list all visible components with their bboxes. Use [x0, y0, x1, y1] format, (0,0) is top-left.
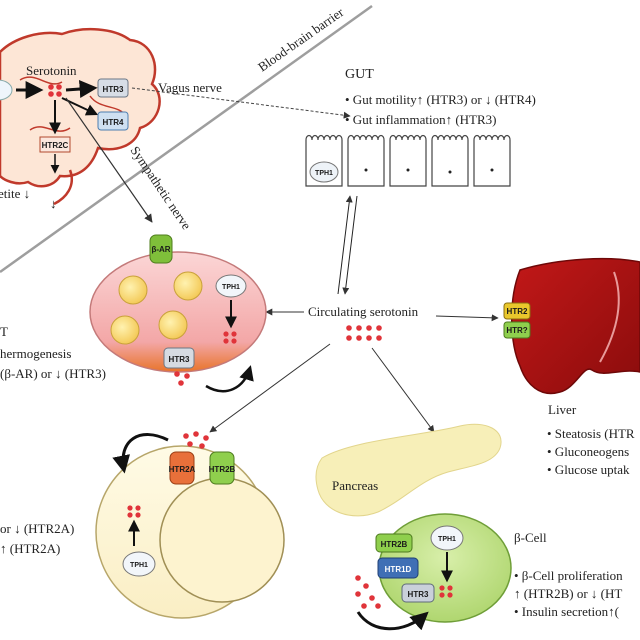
beta-cell-title: β-Cell — [514, 530, 547, 545]
beta-line-1: • β-Cell proliferation — [514, 568, 623, 583]
brain-serotonin-dots — [48, 84, 62, 97]
arrow-to-liver — [435, 314, 499, 322]
svg-text:HTR2B: HTR2B — [209, 465, 236, 474]
appetite-arrow-label: ↓ — [50, 196, 57, 211]
beta-line-2: ↑ (HTR2B) or ↓ (HT — [514, 586, 622, 601]
blood-brain-barrier-line — [0, 4, 373, 274]
sympathetic-arrow — [65, 97, 153, 223]
bat-title: T — [0, 324, 8, 339]
svg-text:HTR3: HTR3 — [408, 590, 429, 599]
arrow-to-adipocyte — [209, 343, 331, 433]
htr2a-receptor: HTR2A — [169, 451, 196, 485]
blood-brain-barrier-label: Blood-brain barrier — [255, 4, 347, 74]
htr3-brain-receptor: HTR3 — [97, 78, 129, 98]
bat-line-2: (β-AR) or ↓ (HTR3) — [0, 366, 106, 381]
svg-text:HTR2: HTR2 — [507, 307, 528, 316]
liver-line-2: • Gluconeogens — [547, 444, 629, 459]
liver-line-3: • Glucose uptak — [547, 462, 630, 477]
svg-text:HTR2C: HTR2C — [42, 141, 69, 150]
bat-serotonin-dots — [223, 331, 237, 344]
svg-text:HTR3: HTR3 — [169, 355, 190, 364]
htr2c-receptor: HTR2C — [39, 136, 71, 174]
pancreas-label: Pancreas — [332, 478, 378, 493]
beta-recycle-arrow — [356, 611, 429, 631]
svg-text:TPH1: TPH1 — [438, 536, 456, 543]
gut-title: GUT — [345, 67, 374, 82]
svg-text:TPH1: TPH1 — [130, 562, 148, 569]
gut-circulation-arrow-down — [342, 195, 358, 295]
tph1-bat-enzyme: TPH1 — [215, 274, 247, 329]
adipocyte-recycle-arrow — [112, 433, 169, 474]
bat-released-dots — [174, 371, 190, 386]
beta-line-3: • Insulin secretion↑( — [514, 604, 619, 619]
tph1-beta-enzyme: TPH1 — [430, 525, 464, 583]
circulating-serotonin-dots — [346, 325, 382, 341]
circulating-serotonin-label: Circulating serotonin — [308, 304, 419, 319]
liver — [511, 257, 640, 395]
gut-line-1: • Gut motility↑ (HTR3) or ↓ (HTR4) — [345, 92, 536, 107]
beta-serotonin-dots-inner — [439, 585, 453, 598]
svg-text:HTR2A: HTR2A — [169, 465, 196, 474]
svg-text:TPH1: TPH1 — [222, 284, 240, 291]
gut-line-2: • Gut inflammation↑ (HTR3) — [345, 112, 497, 127]
adipocyte-serotonin-dots-top — [183, 431, 209, 449]
gut-circulation-arrow-up — [337, 195, 353, 295]
brain — [0, 28, 161, 206]
htr1d-beta-receptor: HTR1D — [377, 557, 419, 579]
liver-line-1: • Steatosis (HTR — [547, 426, 635, 441]
pancreas-shape — [315, 423, 502, 517]
svg-text:HTR?: HTR? — [506, 326, 527, 335]
htr3-beta-receptor: HTR3 — [401, 583, 435, 603]
gut-epithelium — [305, 134, 511, 187]
htr2b-beta-receptor: HTR2B — [375, 533, 413, 553]
svg-text:HTR4: HTR4 — [103, 118, 124, 127]
adipocyte-line-2: ↑ (HTR2A) — [0, 541, 60, 556]
svg-text:β-AR: β-AR — [151, 245, 170, 254]
brain-arrow-htr3 — [65, 80, 98, 99]
brain-source-blob — [0, 79, 13, 101]
serotonin-label: Serotonin — [26, 63, 77, 78]
vagus-nerve-label: Vagus nerve — [158, 80, 222, 95]
svg-text:TPH1: TPH1 — [315, 170, 333, 177]
svg-text:HTR2B: HTR2B — [381, 540, 408, 549]
arrow-to-pancreas — [371, 347, 435, 433]
vagus-nerve-line — [131, 87, 351, 119]
htr4-brain-receptor: HTR4 — [97, 111, 129, 131]
tph1-gut-enzyme: TPH1 — [309, 161, 339, 183]
htr3-bat-receptor: HTR3 — [163, 347, 195, 369]
liver-title: Liver — [548, 402, 577, 417]
htr-liver-receptor-2: HTR? — [503, 321, 531, 339]
bat-line-1: hermogenesis — [0, 346, 71, 361]
brain-stem — [53, 169, 73, 206]
beta-released-dots — [355, 575, 381, 609]
tph1-adipocyte-enzyme: TPH1 — [122, 551, 156, 577]
bat-recycle-arrow — [205, 365, 254, 393]
appetite-label: etite ↓ — [0, 186, 30, 201]
svg-text:HTR1D: HTR1D — [385, 565, 412, 574]
beta-ar-receptor: β-AR — [149, 234, 173, 264]
adipocyte-line-1: or ↓ (HTR2A) — [0, 521, 74, 536]
htr2-liver-receptor: HTR2 — [503, 302, 531, 320]
svg-text:HTR3: HTR3 — [103, 85, 124, 94]
htr2b-adipocyte-receptor: HTR2B — [209, 451, 236, 485]
adipocyte-serotonin-dots-inner — [127, 505, 141, 518]
gut-nuclei — [364, 168, 494, 174]
